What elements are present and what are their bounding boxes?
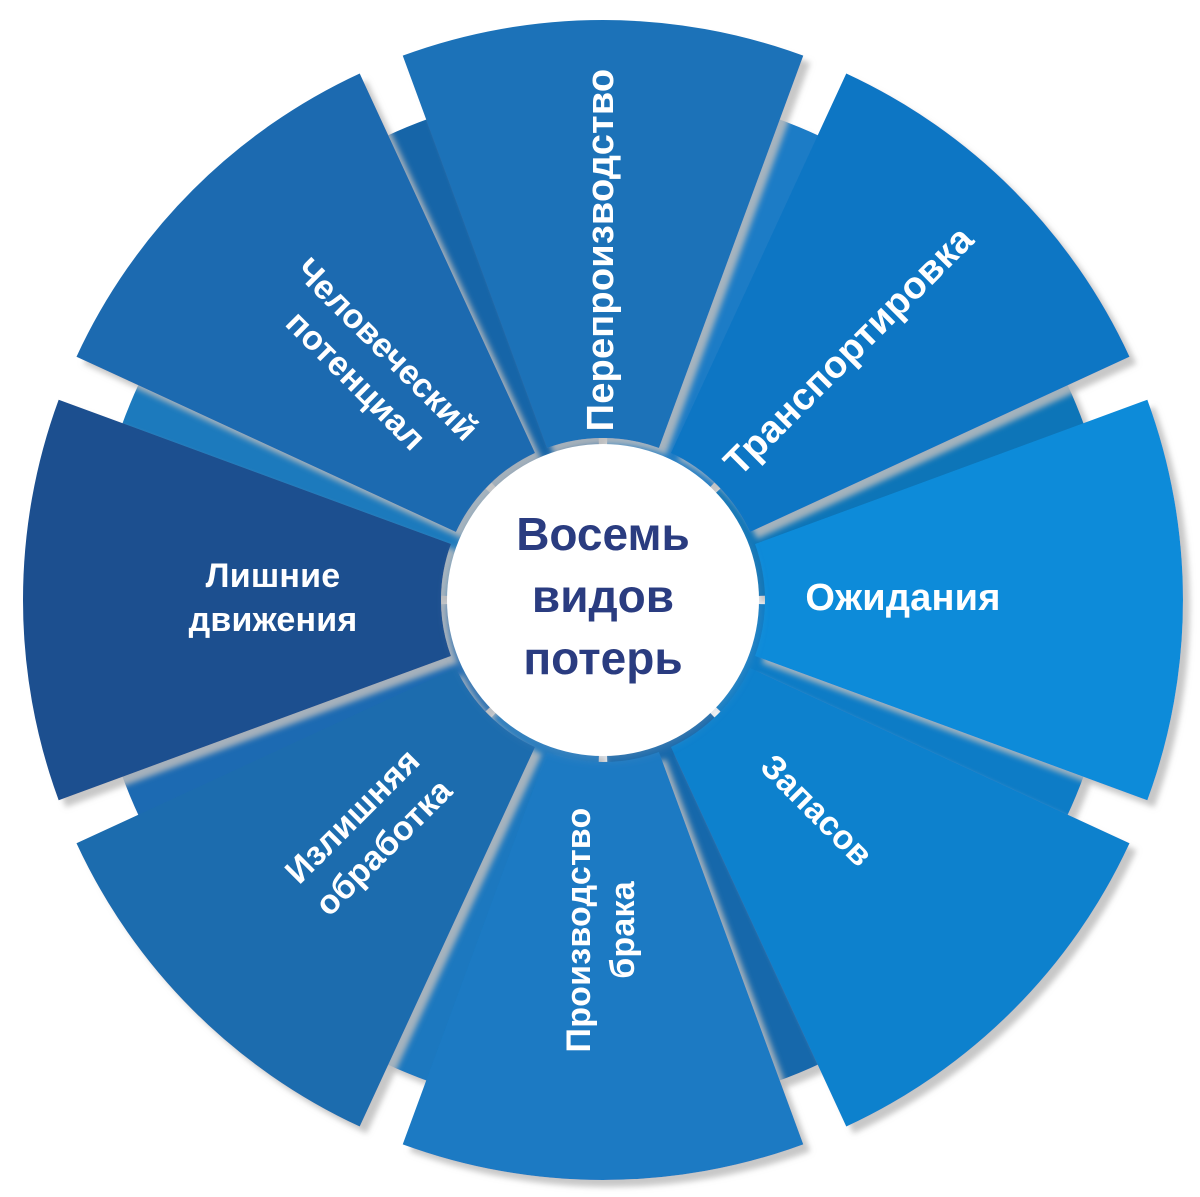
wedge-label-pereproizvodstvo: Перепроизводство — [580, 69, 622, 432]
label-wedges-group — [23, 20, 1183, 1180]
center-title-group: Восемь видов потерь — [516, 508, 690, 684]
wedge-zapasov[interactable] — [670, 667, 1130, 1127]
wedge-label-proizvodstvo-braka: Производство — [560, 808, 598, 1053]
wedge-shape-zapasov — [670, 667, 1130, 1127]
wedge-lishnie-dvizheniya[interactable] — [23, 399, 451, 801]
wedge-transportirovka[interactable] — [670, 73, 1130, 533]
center-title-line-1: Восемь — [516, 508, 690, 560]
wedge-label-proizvodstvo-braka: брака — [604, 880, 642, 978]
wedge-shape-izlishnyaya-obrabotka — [76, 667, 536, 1127]
center-title-line-3: потерь — [523, 632, 682, 684]
wedge-label-lishnie-dvizheniya: движения — [189, 601, 358, 639]
wedge-label-group-lishnie-dvizheniya: Лишние движения — [189, 557, 358, 639]
wedge-label-ozhidaniya: Ожидания — [805, 577, 1000, 619]
wedge-chelovecheskiy-potentsial[interactable] — [76, 73, 536, 533]
wedge-shape-transportirovka — [670, 73, 1130, 533]
wedge-label-group-ozhidaniya: Ожидания — [805, 577, 1000, 619]
wedge-shape-ozhidaniya — [755, 399, 1183, 801]
wedge-shape-chelovecheskiy-potentsial — [76, 73, 536, 533]
wedge-proizvodstvo-braka[interactable] — [402, 752, 804, 1180]
wedge-label-group-pereproizvodstvo: Перепроизводство — [580, 69, 622, 432]
center-title-line-2: видов — [532, 570, 674, 622]
wedge-label-lishnie-dvizheniya: Лишние — [206, 557, 341, 595]
wedge-ozhidaniya[interactable] — [755, 399, 1183, 801]
wedge-shape-proizvodstvo-braka — [402, 752, 804, 1180]
wedge-shape-pereproizvodstvo — [402, 20, 804, 448]
wedge-izlishnyaya-obrabotka[interactable] — [76, 667, 536, 1127]
wedge-shape-lishnie-dvizheniya — [23, 399, 451, 801]
wedge-pereproizvodstvo[interactable] — [402, 20, 804, 448]
center-hub-circle — [447, 444, 759, 756]
